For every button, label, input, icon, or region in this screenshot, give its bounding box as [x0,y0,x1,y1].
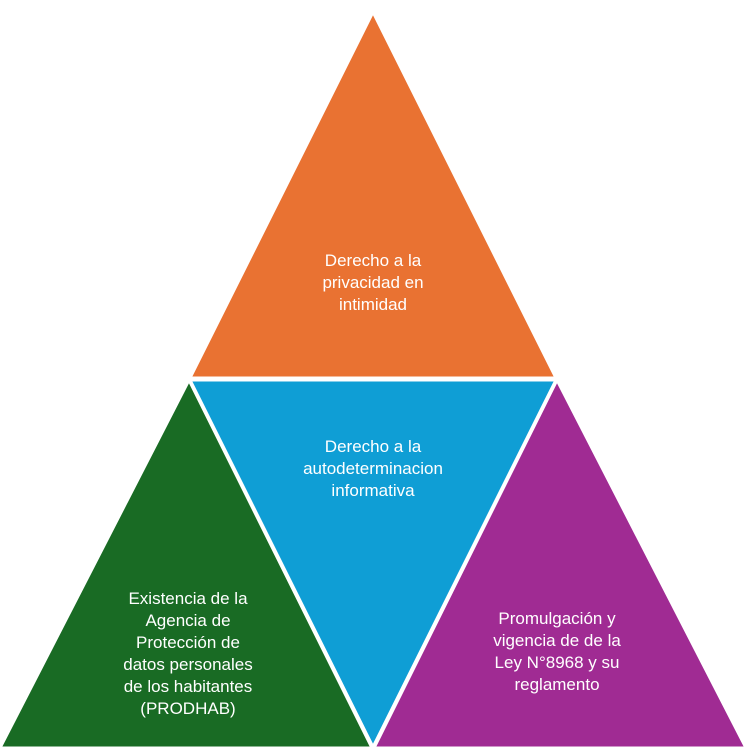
label-center: Derecho a la autodeterminacion informati… [303,437,443,500]
triangle-top [188,10,558,380]
label-bottom-right: Promulgación y vigencia de de la Ley N°8… [493,609,621,694]
triangle-center-inverted [188,378,558,749]
label-top: Derecho a la privacidad en intimidad [322,251,424,314]
label-bottom-left: Existencia de la Agencia de Protección d… [123,589,253,718]
